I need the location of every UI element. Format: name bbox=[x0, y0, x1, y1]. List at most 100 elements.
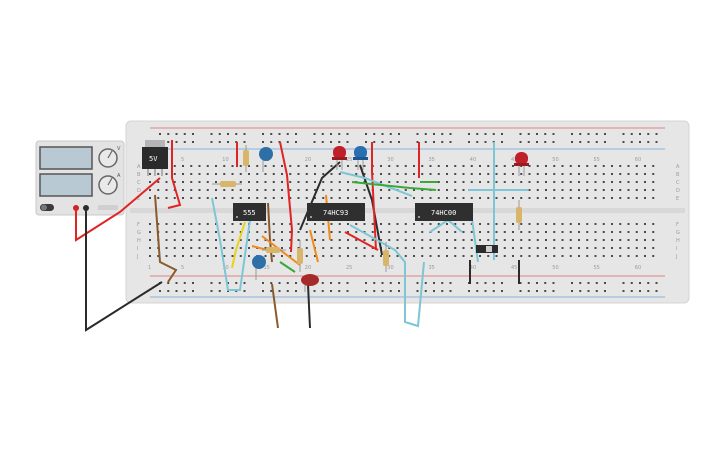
breadboard-hole[interactable] bbox=[322, 239, 325, 241]
breadboard-hole[interactable] bbox=[322, 247, 325, 249]
breadboard-hole[interactable] bbox=[248, 197, 250, 199]
breadboard-hole[interactable] bbox=[363, 197, 366, 199]
breadboard-hole[interactable] bbox=[149, 255, 151, 257]
breadboard-hole[interactable] bbox=[321, 290, 324, 292]
power-supply[interactable]: V A bbox=[35, 140, 125, 216]
breadboard-hole[interactable] bbox=[289, 223, 292, 225]
breadboard-hole[interactable] bbox=[512, 223, 514, 225]
breadboard-hole[interactable] bbox=[429, 223, 432, 225]
breadboard-hole[interactable] bbox=[578, 239, 580, 241]
breadboard-hole[interactable] bbox=[264, 247, 267, 249]
breadboard-hole[interactable] bbox=[206, 173, 209, 175]
breadboard-hole[interactable] bbox=[479, 165, 481, 167]
breadboard-hole[interactable] bbox=[396, 255, 399, 257]
breadboard-hole[interactable] bbox=[243, 141, 246, 143]
breadboard-hole[interactable] bbox=[165, 189, 168, 191]
breadboard-hole[interactable] bbox=[544, 141, 547, 143]
breadboard-hole[interactable] bbox=[571, 141, 573, 143]
breadboard-hole[interactable] bbox=[545, 181, 547, 183]
breadboard-hole[interactable] bbox=[492, 282, 495, 284]
breadboard-hole[interactable] bbox=[528, 231, 531, 233]
breadboard-hole[interactable] bbox=[218, 282, 221, 284]
breadboard-hole[interactable] bbox=[297, 189, 300, 191]
breadboard-hole[interactable] bbox=[404, 223, 407, 225]
breadboard-hole[interactable] bbox=[355, 231, 358, 233]
breadboard-hole[interactable] bbox=[264, 165, 267, 167]
breadboard-hole[interactable] bbox=[652, 165, 655, 167]
breadboard-hole[interactable] bbox=[652, 231, 655, 233]
breadboard-hole[interactable] bbox=[644, 239, 646, 241]
breadboard-hole[interactable] bbox=[536, 141, 538, 143]
breadboard-hole[interactable] bbox=[165, 181, 168, 183]
breadboard-hole[interactable] bbox=[248, 247, 250, 249]
breadboard-hole[interactable] bbox=[297, 197, 300, 199]
breadboard-hole[interactable] bbox=[355, 239, 358, 241]
breadboard-hole[interactable] bbox=[424, 133, 427, 135]
breadboard-hole[interactable] bbox=[346, 141, 349, 143]
breadboard-hole[interactable] bbox=[330, 165, 333, 167]
breadboard-hole[interactable] bbox=[289, 165, 292, 167]
resistor[interactable] bbox=[297, 240, 303, 272]
breadboard-hole[interactable] bbox=[305, 189, 308, 191]
breadboard-hole[interactable] bbox=[363, 223, 366, 225]
breadboard-hole[interactable] bbox=[198, 255, 201, 257]
breadboard-hole[interactable] bbox=[503, 231, 506, 233]
breadboard-hole[interactable] bbox=[223, 247, 226, 249]
breadboard-hole[interactable] bbox=[639, 282, 641, 284]
breadboard-hole[interactable] bbox=[429, 239, 432, 241]
breadboard-hole[interactable] bbox=[173, 231, 176, 233]
breadboard-hole[interactable] bbox=[421, 189, 424, 191]
breadboard-hole[interactable] bbox=[256, 239, 259, 241]
breadboard-hole[interactable] bbox=[527, 282, 530, 284]
breadboard-hole[interactable] bbox=[182, 197, 184, 199]
breadboard-hole[interactable] bbox=[528, 223, 531, 225]
breadboard-hole[interactable] bbox=[165, 197, 168, 199]
breadboard-hole[interactable] bbox=[272, 197, 275, 199]
breadboard-hole[interactable] bbox=[627, 247, 630, 249]
breadboard-hole[interactable] bbox=[314, 231, 316, 233]
breadboard-hole[interactable] bbox=[587, 282, 590, 284]
breadboard-hole[interactable] bbox=[173, 223, 176, 225]
breadboard-hole[interactable] bbox=[569, 197, 572, 199]
breadboard-hole[interactable] bbox=[338, 133, 341, 135]
breadboard-hole[interactable] bbox=[520, 197, 523, 199]
breadboard-hole[interactable] bbox=[381, 133, 384, 135]
breadboard-hole[interactable] bbox=[313, 290, 316, 292]
breadboard-hole[interactable] bbox=[404, 197, 407, 199]
breadboard-hole[interactable] bbox=[286, 282, 289, 284]
breadboard-hole[interactable] bbox=[644, 181, 646, 183]
breadboard-hole[interactable] bbox=[157, 223, 160, 225]
breadboard-hole[interactable] bbox=[173, 197, 176, 199]
breadboard-hole[interactable] bbox=[602, 223, 605, 225]
breadboard-hole[interactable] bbox=[396, 247, 399, 249]
breadboard-hole[interactable] bbox=[223, 173, 226, 175]
breadboard-hole[interactable] bbox=[313, 133, 316, 135]
breadboard-hole[interactable] bbox=[595, 282, 598, 284]
breadboard-hole[interactable] bbox=[586, 231, 589, 233]
breadboard-hole[interactable] bbox=[281, 223, 283, 225]
breadboard-hole[interactable] bbox=[602, 173, 605, 175]
breadboard-hole[interactable] bbox=[389, 282, 392, 284]
chip-555[interactable]: 555 bbox=[233, 203, 266, 221]
breadboard-hole[interactable] bbox=[243, 133, 246, 135]
breadboard-hole[interactable] bbox=[519, 141, 522, 143]
breadboard-hole[interactable] bbox=[314, 197, 316, 199]
breadboard-hole[interactable] bbox=[338, 282, 341, 284]
breadboard-hole[interactable] bbox=[536, 197, 539, 199]
breadboard-hole[interactable] bbox=[330, 189, 333, 191]
breadboard-hole[interactable] bbox=[579, 282, 582, 284]
breadboard-hole[interactable] bbox=[149, 197, 151, 199]
breadboard-hole[interactable] bbox=[586, 223, 589, 225]
breadboard-hole[interactable] bbox=[338, 247, 341, 249]
breadboard-hole[interactable] bbox=[355, 165, 358, 167]
breadboard-hole[interactable] bbox=[313, 141, 316, 143]
led-blue[interactable] bbox=[353, 146, 368, 170]
breadboard-hole[interactable] bbox=[278, 133, 281, 135]
breadboard-hole[interactable] bbox=[227, 141, 229, 143]
breadboard-hole[interactable] bbox=[501, 282, 503, 284]
breadboard-hole[interactable] bbox=[167, 133, 170, 135]
breadboard-hole[interactable] bbox=[330, 290, 332, 292]
breadboard-hole[interactable] bbox=[198, 223, 201, 225]
breadboard-hole[interactable] bbox=[165, 173, 168, 175]
breadboard-hole[interactable] bbox=[347, 231, 349, 233]
